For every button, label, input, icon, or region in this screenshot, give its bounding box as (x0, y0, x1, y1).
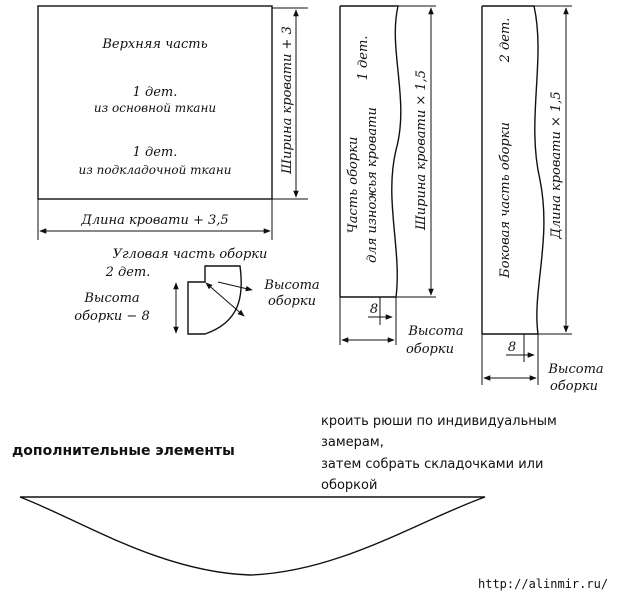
additional-note-line-1: кроить рюши по индивидуальным (321, 414, 557, 429)
top-panel-qty-lining: 1 дет. (133, 145, 178, 160)
corner-left-height-label-2: оборки − 8 (74, 309, 149, 324)
corner-right-height-label-2: оборки (268, 294, 316, 309)
foot-strip-outline (339, 5, 402, 298)
width-dimension-label: Ширина кровати + 3 (280, 26, 295, 175)
additional-note-line-4: оборкой (321, 478, 377, 493)
corner-piece: Угловая часть оборки 2 дет. Высота оборк… (74, 247, 320, 335)
foot-strip-label-1: Часть оборки (346, 137, 361, 234)
corner-radial-arrow-1 (205, 282, 245, 317)
additional-note-line-2: замерам, (321, 435, 384, 450)
corner-left-height-label-1: Высота (83, 291, 139, 306)
top-panel-fabric-main: из основной ткани (94, 101, 216, 115)
corner-right-height-label-1: Высота (263, 278, 319, 293)
side-offset-label: 8 (508, 340, 516, 355)
additional-heading: дополнительные элементы (12, 443, 235, 459)
top-panel-fabric-lining: из подкладочной ткани (79, 163, 232, 177)
top-panel-piece: Верхняя часть 1 дет. из основной ткани 1… (37, 5, 308, 240)
foot-strip-piece: Ширина кровати × 1,5 1 дет. Часть оборки… (339, 5, 464, 357)
foot-dimension-label: Ширина кровати × 1,5 (414, 70, 429, 231)
side-height-label-2: оборки (550, 379, 598, 394)
side-height-label-1: Высота (547, 362, 603, 377)
foot-height-label-2: оборки (406, 342, 454, 357)
watermark-url: http://alinmir.ru/ (478, 577, 608, 591)
top-panel-outline (37, 5, 273, 200)
ruffle-segment-shape (19, 496, 486, 576)
additional-note-line-3: затем собрать складочками или (321, 457, 543, 472)
foot-strip-qty: 1 дет. (356, 36, 371, 81)
corner-piece-qty: 2 дет. (105, 265, 151, 280)
length-dimension-label: Длина кровати + 3,5 (80, 213, 228, 228)
side-strip-qty: 2 дет. (498, 18, 513, 64)
corner-piece-title: Угловая часть оборки (113, 247, 268, 262)
side-strip-outline (481, 5, 545, 335)
side-strip-label: Боковая часть оборки (498, 122, 513, 279)
corner-piece-outline (187, 265, 242, 335)
side-dimension-label: Длина кровати × 1,5 (549, 91, 564, 239)
corner-radial-arrow-2 (217, 281, 253, 292)
foot-strip-label-2: для изножья кровати (365, 107, 380, 263)
foot-height-label-1: Высота (407, 324, 463, 339)
foot-offset-label: 8 (370, 302, 378, 317)
top-panel-title: Верхняя часть (101, 37, 207, 52)
side-strip-piece: Длина кровати × 1,5 2 дет. Боковая часть… (481, 5, 604, 394)
additional-elements: дополнительные элементы кроить рюши по и… (12, 414, 557, 576)
top-panel-qty-main: 1 дет. (133, 85, 178, 100)
